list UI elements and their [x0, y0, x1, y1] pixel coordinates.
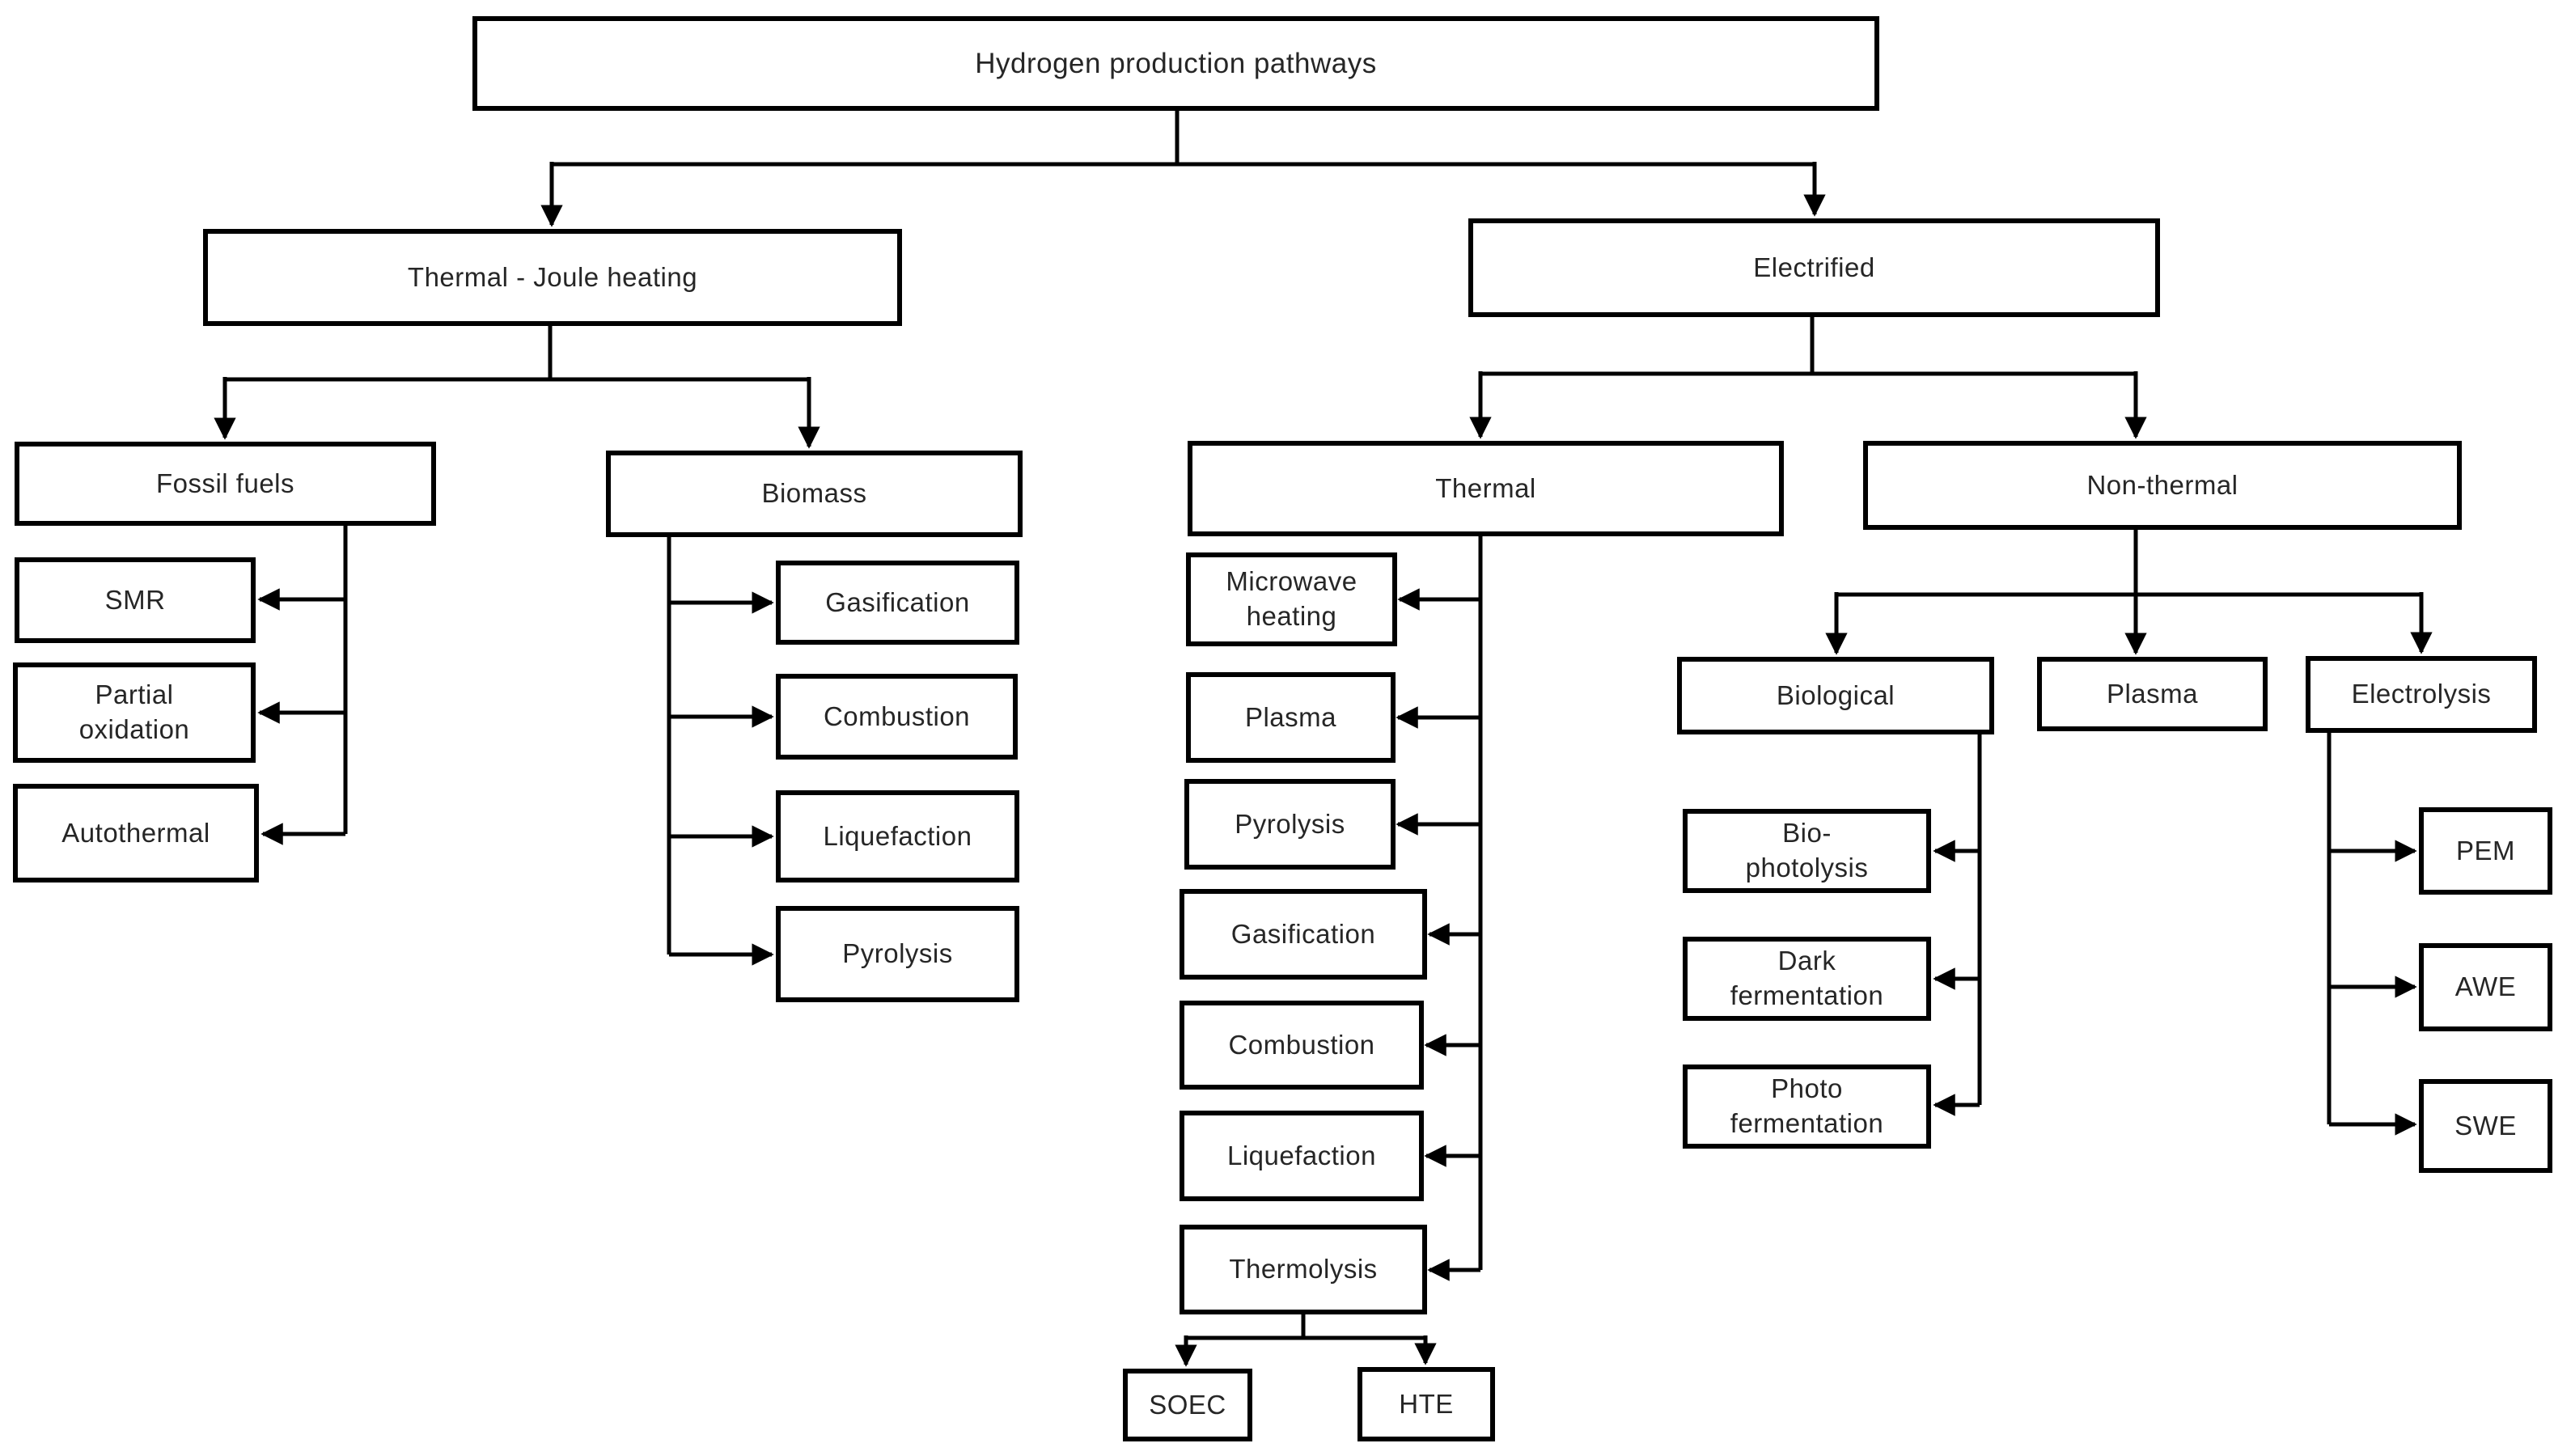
- node-partial-oxidation-label: Partial oxidation: [78, 679, 190, 744]
- node-biomass-gasification: Gasification: [776, 561, 1019, 645]
- node-thermal-combustion-label: Combustion: [1228, 1029, 1375, 1060]
- node-nonthermal-plasma-label: Plasma: [2106, 678, 2199, 709]
- node-autothermal-label: Autothermal: [61, 817, 210, 848]
- node-swe-label: SWE: [2454, 1110, 2517, 1141]
- node-biomass-gasification-label: Gasification: [825, 586, 970, 617]
- node-thermal-liquefaction-label: Liquefaction: [1227, 1140, 1376, 1170]
- node-thermal-pyrolysis: Pyrolysis: [1184, 779, 1396, 870]
- node-dark-fermentation: Dark fermentation: [1683, 937, 1931, 1021]
- node-electrified-label: Electrified: [1753, 252, 1875, 282]
- node-electrolysis: Electrolysis: [2306, 656, 2537, 733]
- node-thermal-plasma: Plasma: [1186, 672, 1396, 763]
- node-biomass-liquefaction: Liquefaction: [776, 790, 1019, 882]
- node-biological-label: Biological: [1776, 679, 1895, 710]
- node-biomass-label: Biomass: [761, 478, 867, 509]
- node-biological: Biological: [1677, 657, 1994, 734]
- node-thermolysis: Thermolysis: [1180, 1225, 1427, 1314]
- node-microwave-heating: Microwave heating: [1186, 552, 1397, 646]
- node-biomass-combustion: Combustion: [776, 674, 1018, 760]
- node-fossil-fuels: Fossil fuels: [15, 442, 436, 526]
- node-biomass-pyrolysis-label: Pyrolysis: [842, 938, 953, 969]
- node-thermal-liquefaction: Liquefaction: [1180, 1111, 1424, 1201]
- node-soec: SOEC: [1123, 1369, 1252, 1441]
- node-non-thermal: Non-thermal: [1863, 441, 2462, 530]
- node-awe: AWE: [2419, 943, 2552, 1031]
- node-thermal-gasification: Gasification: [1180, 889, 1427, 980]
- node-electrified-thermal: Thermal: [1188, 441, 1784, 536]
- node-biomass-combustion-label: Combustion: [823, 700, 971, 731]
- node-biomass-liquefaction-label: Liquefaction: [823, 820, 972, 851]
- node-thermal-gasification-label: Gasification: [1230, 918, 1376, 949]
- node-biomass-pyrolysis: Pyrolysis: [776, 906, 1019, 1002]
- node-thermal-combustion: Combustion: [1180, 1001, 1424, 1090]
- node-biomass: Biomass: [606, 451, 1023, 537]
- node-hte: HTE: [1357, 1367, 1495, 1441]
- node-photo-fermentation-label: Photo fermentation: [1730, 1073, 1884, 1138]
- node-pem-label: PEM: [2455, 835, 2515, 866]
- node-microwave-heating-label: Microwave heating: [1226, 566, 1357, 631]
- node-bio-photolysis: Bio- photolysis: [1683, 809, 1931, 893]
- node-electrified-thermal-label: Thermal: [1435, 472, 1536, 503]
- node-partial-oxidation: Partial oxidation: [13, 662, 256, 763]
- node-thermal-joule: Thermal - Joule heating: [203, 229, 902, 326]
- node-autothermal: Autothermal: [13, 784, 259, 882]
- node-thermal-plasma-label: Plasma: [1244, 701, 1337, 732]
- node-root-label: Hydrogen production pathways: [975, 47, 1377, 79]
- node-root: Hydrogen production pathways: [472, 16, 1879, 111]
- node-awe-label: AWE: [2454, 971, 2517, 1002]
- node-soec-label: SOEC: [1149, 1389, 1226, 1420]
- node-pem: PEM: [2419, 807, 2552, 895]
- node-non-thermal-label: Non-thermal: [2086, 469, 2238, 500]
- node-thermal-joule-label: Thermal - Joule heating: [407, 261, 698, 292]
- node-thermal-pyrolysis-label: Pyrolysis: [1235, 808, 1345, 839]
- node-swe: SWE: [2419, 1079, 2552, 1173]
- node-dark-fermentation-label: Dark fermentation: [1730, 946, 1884, 1010]
- node-electrolysis-label: Electrolysis: [2351, 679, 2492, 709]
- node-photo-fermentation: Photo fermentation: [1683, 1064, 1931, 1149]
- node-electrified: Electrified: [1468, 218, 2160, 317]
- node-fossil-fuels-label: Fossil fuels: [155, 468, 295, 498]
- node-smr: SMR: [15, 557, 256, 643]
- node-nonthermal-plasma: Plasma: [2037, 657, 2268, 731]
- node-thermolysis-label: Thermolysis: [1229, 1254, 1378, 1285]
- node-smr-label: SMR: [104, 584, 166, 615]
- node-bio-photolysis-label: Bio- photolysis: [1745, 818, 1869, 882]
- node-hte-label: HTE: [1399, 1388, 1454, 1419]
